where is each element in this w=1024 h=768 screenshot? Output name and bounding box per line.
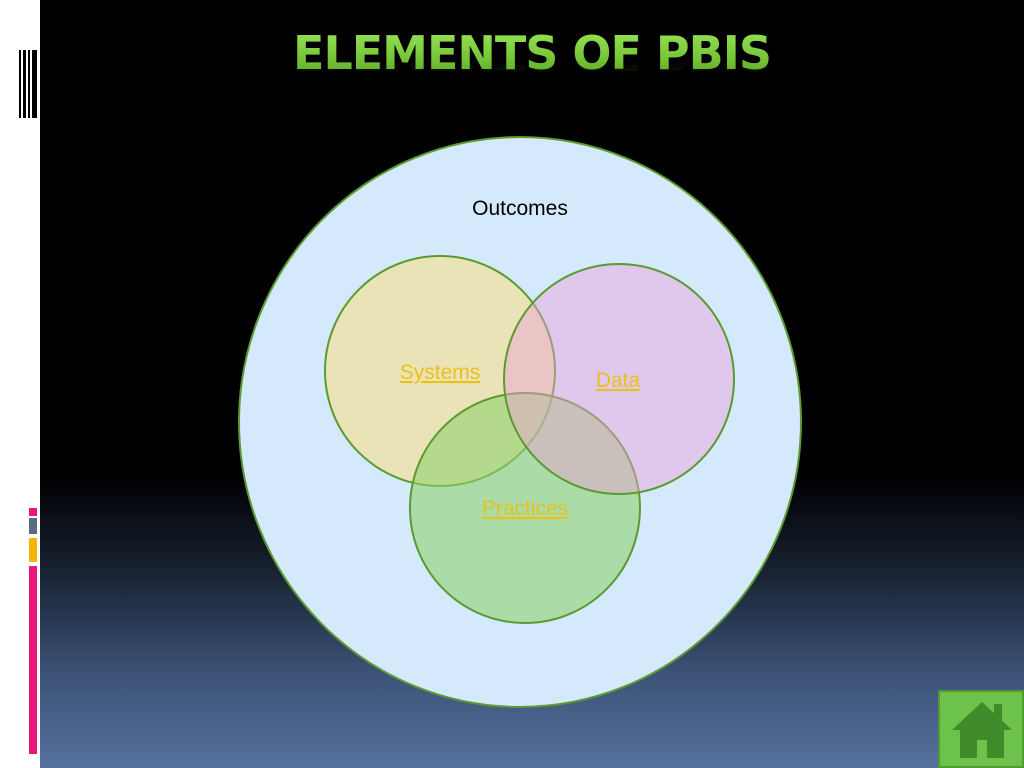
practices-link[interactable]: Practices xyxy=(482,497,568,520)
home-icon xyxy=(952,702,1012,758)
systems-link[interactable]: Systems xyxy=(400,361,481,384)
outcomes-label: Outcomes xyxy=(472,197,568,220)
home-button[interactable] xyxy=(938,690,1024,768)
decorative-lines xyxy=(19,50,37,118)
accent-gold xyxy=(29,538,37,562)
page-title: ELEMENTS OF PBIS xyxy=(40,26,1024,80)
practices-circle xyxy=(409,392,641,624)
left-decorative-strip xyxy=(0,0,40,768)
accent-pink-bar xyxy=(29,566,37,754)
data-circle xyxy=(503,263,735,495)
accent-pink-small xyxy=(29,508,37,516)
accent-slate xyxy=(29,518,37,534)
data-link[interactable]: Data xyxy=(596,369,641,392)
